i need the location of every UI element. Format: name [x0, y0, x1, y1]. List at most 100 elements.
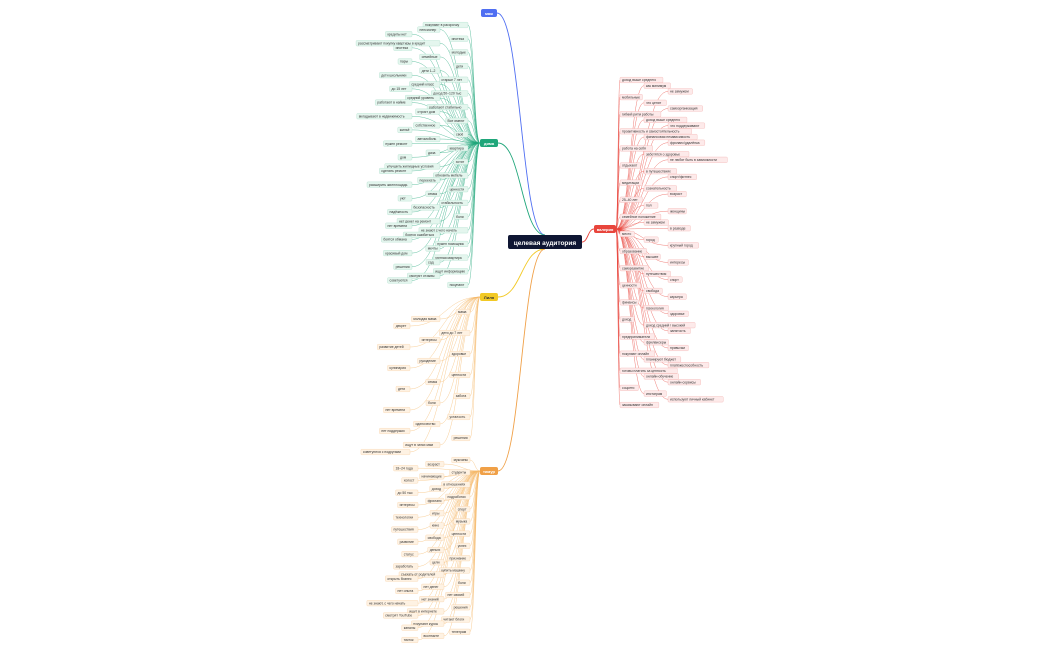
green-node[interactable]: улучшить жилищные условия: [384, 163, 441, 170]
orange-node[interactable]: начинающие: [419, 473, 445, 480]
branch-red[interactable]: валерия: [594, 225, 616, 233]
orange-node[interactable]: тикток: [401, 637, 419, 643]
orange-node[interactable]: боли: [455, 579, 471, 586]
orange-node[interactable]: технологии: [393, 514, 419, 521]
red-node[interactable]: самоорганизация: [667, 105, 703, 112]
orange-node[interactable]: не знают, с чего начать: [366, 600, 419, 607]
orange-node[interactable]: путешествия: [391, 526, 419, 533]
red-node[interactable]: проактивность и самостоятельность: [619, 128, 692, 135]
red-node[interactable]: инстаграм: [643, 390, 667, 397]
green-node[interactable]: безопасность: [411, 204, 441, 211]
green-node[interactable]: своё: [453, 131, 469, 138]
orange-node[interactable]: купить машину: [439, 567, 471, 574]
branch-yellow[interactable]: Лиля: [480, 293, 498, 301]
yellow-node[interactable]: кулинария: [387, 365, 411, 371]
branch-orange[interactable]: тимур: [480, 467, 498, 475]
green-node[interactable]: старше 7 лет: [439, 76, 469, 83]
green-node[interactable]: пенсионер: [417, 26, 441, 33]
yellow-node[interactable]: мама: [455, 309, 471, 315]
yellow-node[interactable]: боли: [425, 400, 441, 406]
red-node[interactable]: крупный город: [667, 242, 699, 249]
green-node[interactable]: боли: [453, 213, 469, 220]
green-node[interactable]: доход 50–120 тыс: [431, 90, 469, 97]
red-node[interactable]: мобильные: [619, 94, 643, 101]
red-node[interactable]: 25–40 лет: [619, 196, 643, 203]
green-node[interactable]: переехать: [417, 177, 441, 184]
orange-node[interactable]: деньги: [427, 547, 445, 553]
orange-node[interactable]: студенты: [449, 469, 471, 476]
green-node[interactable]: сад: [425, 259, 441, 266]
yellow-node[interactable]: здоровье: [449, 351, 471, 357]
green-node[interactable]: квартира: [447, 145, 469, 152]
red-node[interactable]: здоровье: [667, 310, 689, 317]
orange-node[interactable]: статус: [401, 551, 419, 558]
red-node[interactable]: онлайн-сервисы: [667, 379, 701, 386]
green-node[interactable]: кредиты нет: [385, 31, 413, 38]
red-node[interactable]: гибкий ритм работы: [619, 111, 662, 118]
red-node[interactable]: путешествия: [643, 270, 671, 277]
red-node[interactable]: доход выше среднего: [619, 77, 664, 83]
orange-node[interactable]: доход: [429, 485, 445, 492]
green-node[interactable]: советуются: [387, 277, 413, 284]
yellow-node[interactable]: молодая мама: [411, 316, 441, 322]
red-node[interactable]: финансовая независимость: [643, 134, 698, 140]
green-node[interactable]: ищут информацию: [433, 268, 469, 275]
orange-node[interactable]: холост: [401, 477, 419, 484]
red-node[interactable]: работа на себя: [619, 145, 653, 152]
orange-node[interactable]: развитие: [397, 538, 419, 545]
orange-node[interactable]: нет денег: [421, 583, 445, 590]
red-node[interactable]: в разводе: [667, 225, 691, 232]
green-node[interactable]: смотрят отзывы: [407, 272, 441, 279]
green-node[interactable]: средний уровень: [405, 95, 441, 101]
yellow-node[interactable]: усталость: [447, 414, 471, 420]
green-node[interactable]: семейные: [419, 53, 441, 60]
yellow-node[interactable]: ценности: [449, 372, 471, 378]
orange-node[interactable]: успех: [455, 542, 471, 549]
green-node[interactable]: собственное: [413, 122, 441, 129]
orange-node[interactable]: игры: [429, 510, 445, 517]
orange-node[interactable]: интересы: [397, 502, 419, 508]
green-node[interactable]: Все имеют: [445, 117, 469, 124]
red-node[interactable]: доход: [619, 316, 635, 323]
red-node[interactable]: отдыхают: [619, 162, 641, 169]
red-node[interactable]: психология: [643, 305, 669, 312]
orange-node[interactable]: кино: [429, 522, 445, 529]
center-node[interactable]: целевая аудитория: [508, 235, 582, 249]
green-node[interactable]: до 15 лет: [389, 85, 413, 92]
green-node[interactable]: автомобиль: [415, 136, 441, 142]
orange-node[interactable]: музыка: [453, 518, 471, 525]
red-node[interactable]: покупают онлайн: [619, 350, 655, 357]
red-node[interactable]: спорт/фитнес: [667, 173, 697, 180]
red-node[interactable]: пол: [643, 202, 659, 209]
yellow-node[interactable]: ищут в чатах мам: [403, 442, 441, 448]
red-node[interactable]: место: [619, 230, 635, 237]
orange-node[interactable]: спорт: [455, 506, 471, 513]
red-node[interactable]: готовы платить за ценность: [619, 367, 678, 374]
red-node[interactable]: интересы: [667, 259, 689, 266]
orange-node[interactable]: нет связей: [445, 592, 471, 598]
green-node[interactable]: нет денег на ремонт: [396, 218, 441, 225]
green-node[interactable]: расширить жилплощадь: [366, 181, 413, 188]
orange-node[interactable]: заработать: [393, 563, 419, 570]
red-node[interactable]: сознательность: [643, 185, 677, 192]
red-node[interactable]: карьера: [667, 293, 687, 300]
green-node[interactable]: стабильность: [439, 199, 469, 206]
red-node[interactable]: город: [643, 236, 659, 243]
yellow-node[interactable]: одиночество: [413, 421, 441, 427]
red-node[interactable]: не любят быть в зависимости: [667, 156, 728, 163]
red-node[interactable]: не замужем: [667, 88, 693, 95]
red-node[interactable]: финансы: [619, 299, 639, 306]
red-node[interactable]: доход выше среднего: [643, 116, 688, 123]
branch-blue[interactable]: маж: [481, 9, 497, 17]
red-node[interactable]: в путешествиях: [643, 168, 677, 175]
green-node[interactable]: строят дом: [415, 108, 441, 115]
red-node[interactable]: занятость: [667, 327, 691, 334]
green-node[interactable]: молодые: [449, 49, 469, 56]
orange-node[interactable]: свобода: [425, 534, 445, 541]
red-node[interactable]: фриланс/удалёнка: [667, 139, 705, 146]
green-node[interactable]: дети школьники: [379, 72, 413, 79]
red-node[interactable]: онлайн-обучение: [643, 373, 679, 380]
green-node[interactable]: хотят: [453, 158, 469, 165]
red-node[interactable]: не замужем: [643, 219, 669, 226]
orange-node[interactable]: фриланс: [425, 497, 445, 504]
